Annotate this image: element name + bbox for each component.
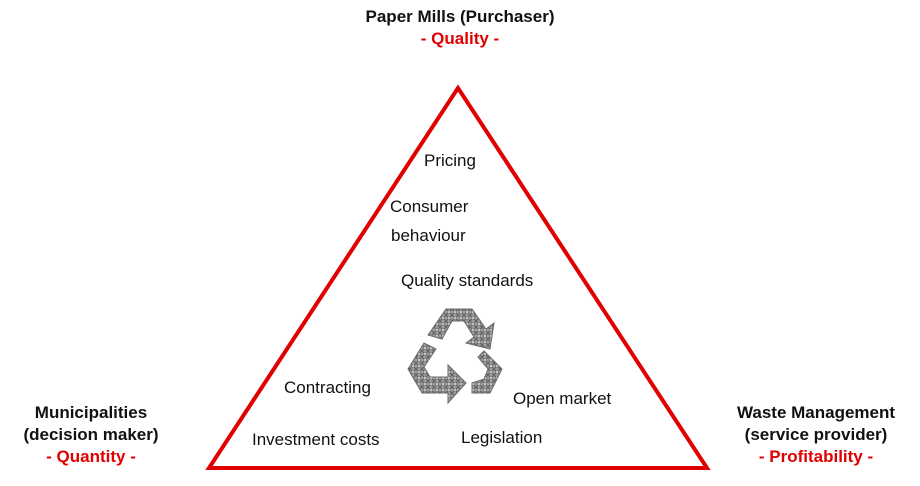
vertex-top-subtitle: - Quality -	[420, 29, 500, 48]
vertex-left: Municipalities (decision maker) - Quanti…	[0, 402, 182, 468]
factor-consumer-behaviour-line1: Consumer	[390, 197, 469, 216]
factor-consumer-behaviour-line2: behaviour	[391, 226, 466, 245]
factor-contracting: Contracting	[284, 378, 371, 397]
vertex-top: Paper Mills (Purchaser) - Quality -	[310, 6, 610, 50]
vertex-top-title: Paper Mills (Purchaser)	[365, 7, 555, 26]
factor-open-market: Open market	[513, 389, 612, 408]
factor-pricing: Pricing	[424, 151, 476, 170]
recycling-icon	[407, 308, 503, 405]
vertex-right-title-line1: Waste Management	[736, 403, 896, 422]
vertex-right-subtitle: - Profitability -	[758, 447, 874, 466]
factor-investment-costs: Investment costs	[252, 430, 380, 449]
vertex-right-title-line2: (service provider)	[744, 425, 888, 444]
vertex-right: Waste Management (service provider) - Pr…	[712, 402, 920, 468]
vertex-left-title-line2: (decision maker)	[23, 425, 159, 444]
triangle-outline	[205, 84, 711, 470]
factor-legislation: Legislation	[461, 428, 543, 447]
vertex-left-subtitle: - Quantity -	[46, 447, 136, 466]
factor-quality-standards: Quality standards	[401, 271, 534, 290]
vertex-left-title-line1: Municipalities	[34, 403, 148, 422]
